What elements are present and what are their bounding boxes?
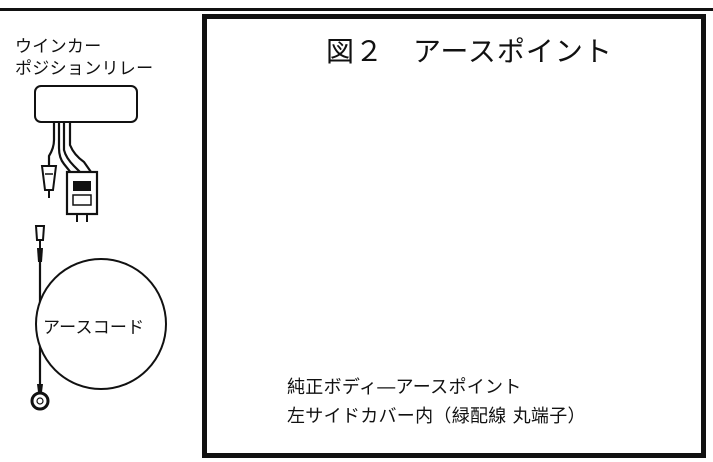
earth-cord-coil-circle	[35, 258, 167, 390]
relay-connector-right	[65, 170, 99, 222]
earth-cord-label: アースコード	[43, 318, 145, 338]
relay-terminal-left	[40, 165, 58, 198]
relay-label: ウインカー ポジションリレー	[15, 36, 153, 80]
top-border-rule	[0, 0, 713, 11]
relay-label-line1: ウインカー	[15, 37, 102, 57]
relay-label-line2: ポジションリレー	[15, 59, 154, 79]
figure-frame	[202, 14, 706, 458]
relay-wire-1	[47, 122, 56, 168]
relay-box-group	[34, 85, 138, 222]
relay-wire-3	[62, 122, 83, 175]
earth-cord-group	[30, 225, 167, 411]
relay-box	[34, 85, 138, 123]
figure-caption: 純正ボディ―アースポイント 左サイドカバー内（緑配線 丸端子）	[287, 373, 586, 431]
caption-line-1: 純正ボディ―アースポイント	[287, 377, 522, 398]
relay-wire-4	[68, 122, 92, 173]
relay-wire-2	[57, 122, 73, 175]
caption-line-2: 左サイドカバー内（緑配線 丸端子）	[287, 406, 586, 427]
figure-title: 図２ アースポイント	[326, 35, 613, 68]
